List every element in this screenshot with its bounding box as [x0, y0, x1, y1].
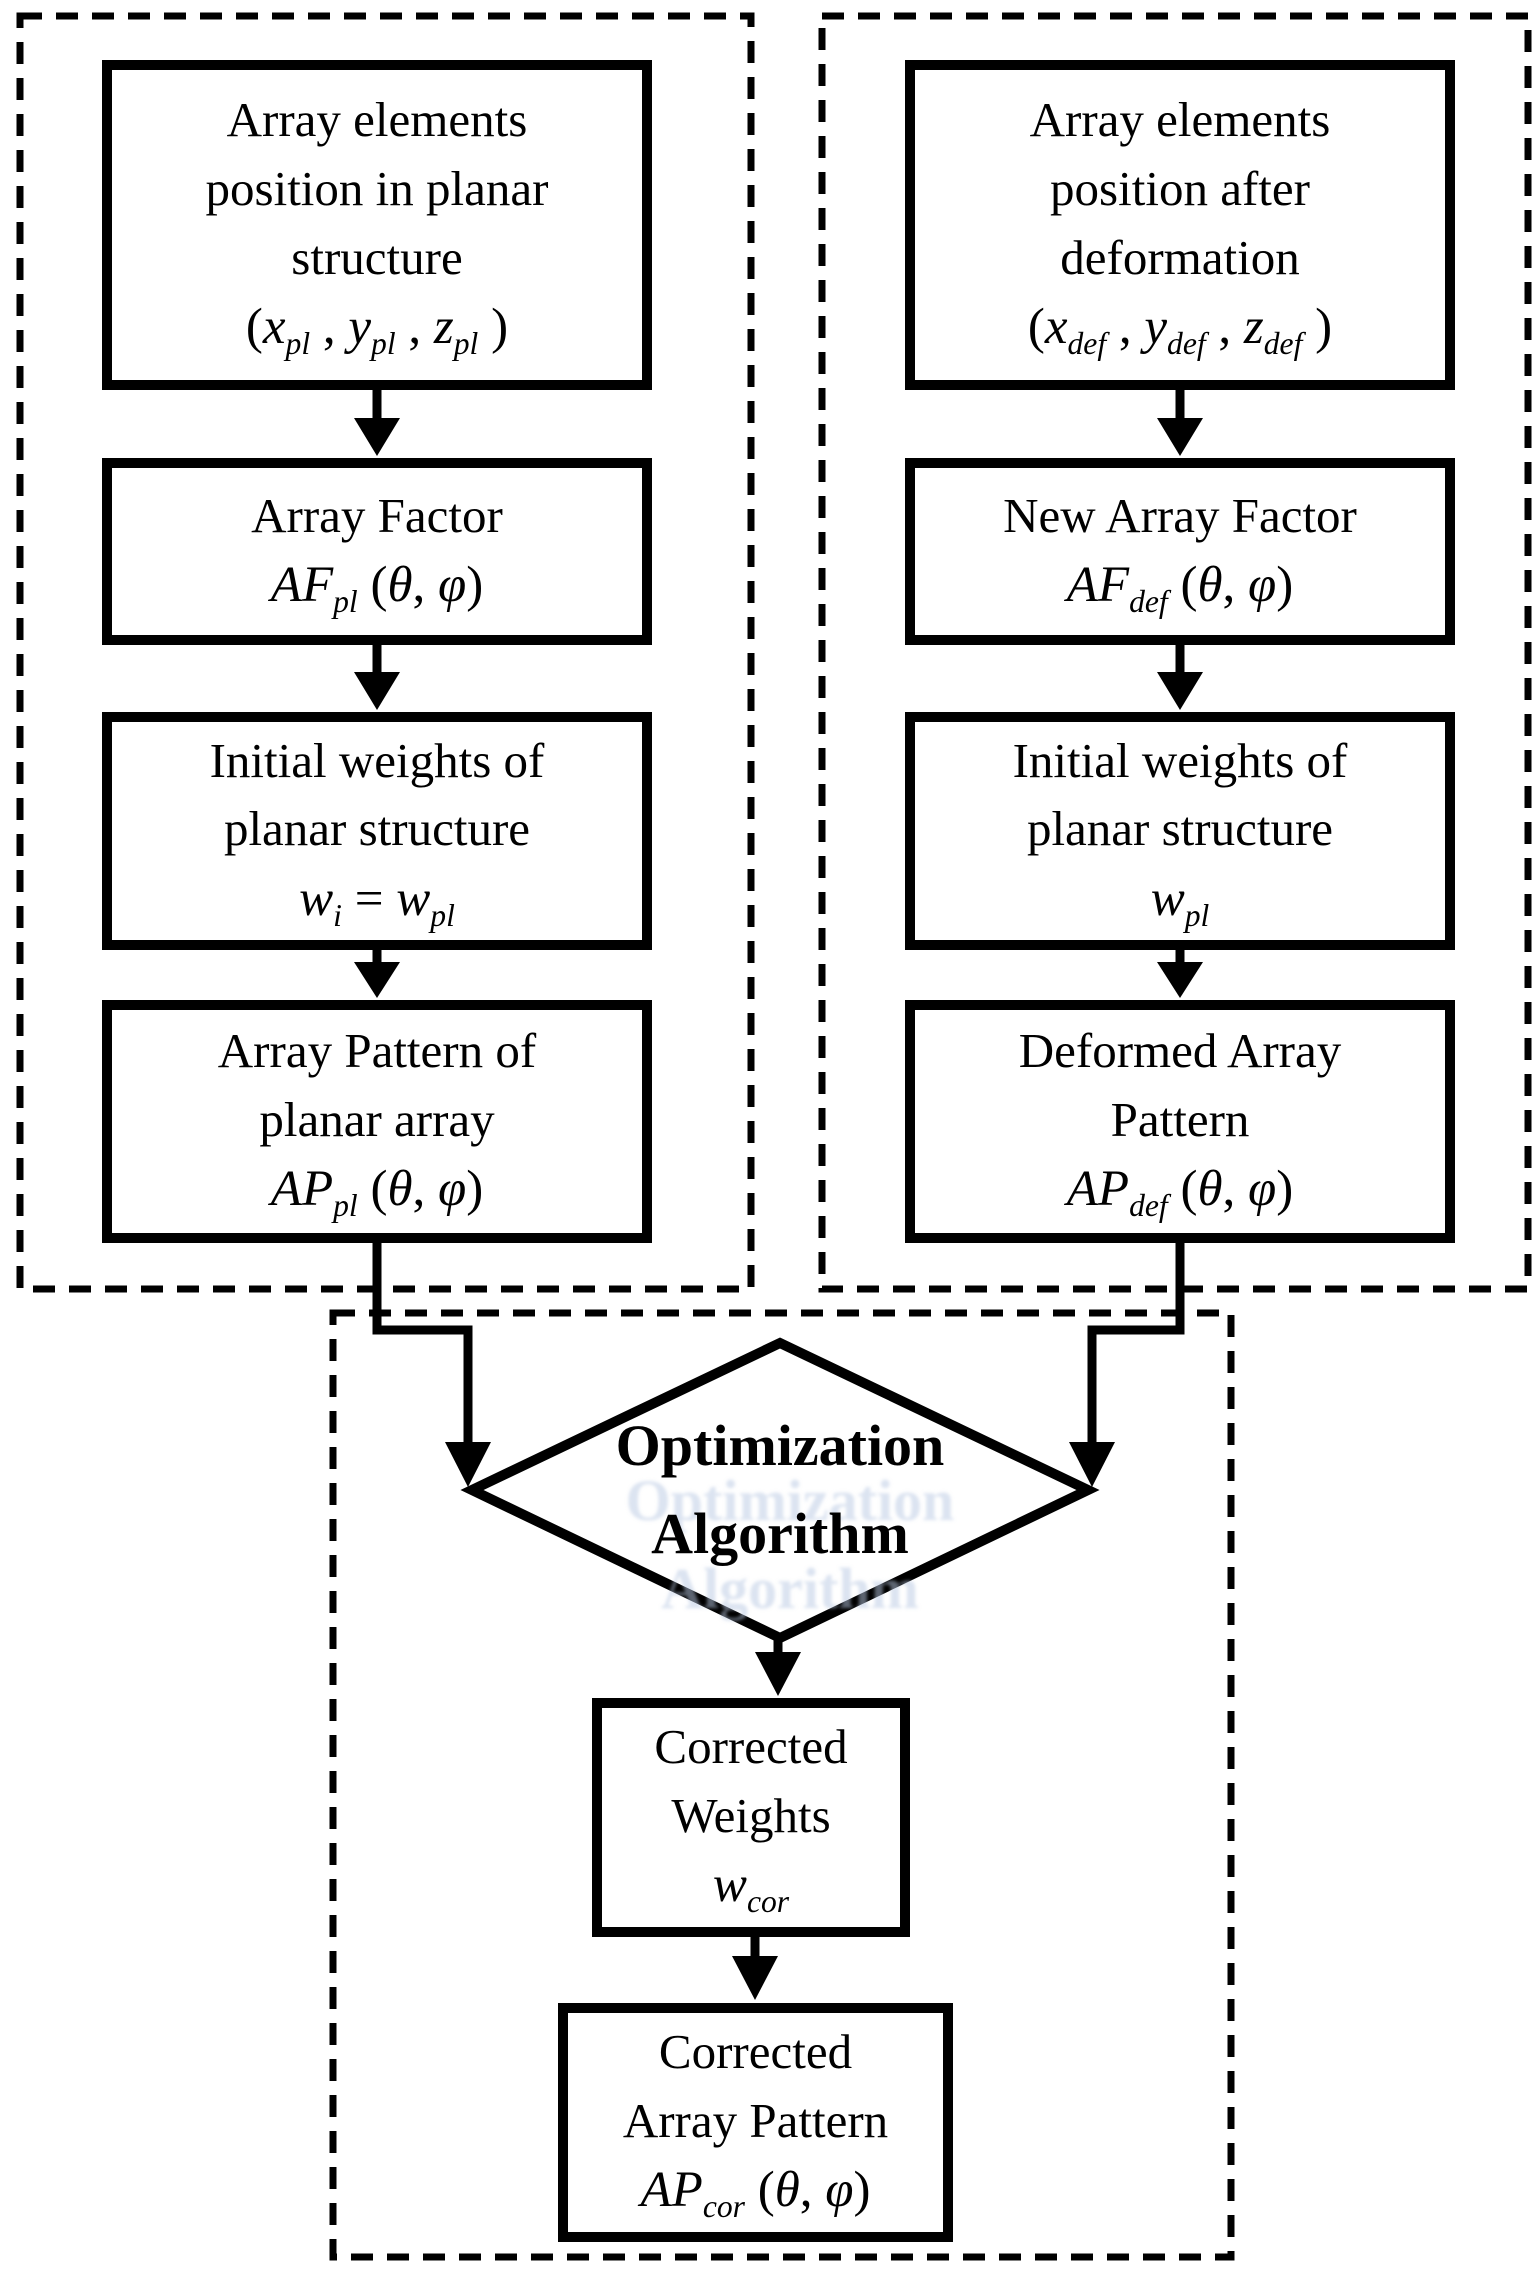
diamond-output-arrow: [755, 1636, 801, 1696]
box-formula: wpl: [1150, 870, 1210, 934]
arrow-head-icon: [732, 1956, 778, 2000]
box-text: Array Pattern: [622, 2092, 889, 2148]
box-array-elements-deformed: Array elements position after deformatio…: [905, 60, 1455, 390]
box-new-array-factor: New Array Factor AFdef (θ, φ): [905, 458, 1455, 645]
box-text: planar structure: [223, 801, 531, 857]
arrow-head-icon: [1157, 672, 1203, 710]
box-text: Pattern: [1110, 1091, 1250, 1147]
box-text: deformation: [1060, 229, 1300, 285]
arrow-head-icon: [755, 1652, 801, 1696]
arrow-head-icon: [1157, 962, 1203, 998]
box-initial-weights-deformed: Initial weights of planar structure wpl: [905, 712, 1455, 950]
arrow-head-icon: [1069, 1442, 1115, 1487]
box-text: planar array: [259, 1091, 495, 1147]
box-array-factor-planar: Array Factor AFpl (θ, φ): [102, 458, 652, 645]
box-formula: (xdef , ydef , zdef ): [1027, 299, 1333, 362]
box-formula: APcor (θ, φ): [640, 2162, 871, 2225]
box-deformed-array-pattern: Deformed Array Pattern APdef (θ, φ): [905, 1000, 1455, 1243]
right-branch-connector: [1087, 1241, 1185, 1448]
arrow-head-icon: [354, 962, 400, 998]
box-text: Array elements: [1029, 92, 1331, 148]
arrow-head-icon: [354, 418, 400, 456]
box-text: Corrected: [654, 1719, 848, 1775]
box-corrected-weights: Corrected Weights wcor: [592, 1698, 910, 1937]
box-corrected-array-pattern: Corrected Array Pattern APcor (θ, φ): [558, 2003, 953, 2242]
box-text: New Array Factor: [1003, 487, 1357, 543]
left-branch-connector: [372, 1241, 473, 1448]
box-text: Initial weights of: [209, 732, 545, 788]
box-formula: AFpl (θ, φ): [270, 557, 484, 620]
box-formula: wcor: [712, 1857, 790, 1920]
box-text: Deformed Array: [1018, 1023, 1342, 1079]
box-formula: (xpl , ypl , zpl ): [245, 299, 509, 362]
box-text: structure: [291, 229, 463, 285]
box-text: Initial weights of: [1012, 732, 1348, 788]
box-text: Array elements: [226, 92, 528, 148]
box-array-pattern-planar: Array Pattern of planar array APpl (θ, φ…: [102, 1000, 652, 1243]
box-formula: APpl (θ, φ): [270, 1161, 484, 1224]
weights-to-pattern-arrow: [732, 1935, 778, 2000]
right-column-arrows: [1157, 386, 1203, 998]
left-column-arrows: [354, 386, 400, 998]
box-initial-weights-planar: Initial weights of planar structure wi =…: [102, 712, 652, 950]
box-formula: AFdef (θ, φ): [1066, 557, 1294, 620]
optimization-algorithm-label: Optimization Algorithm: [472, 1392, 1088, 1588]
arrow-head-icon: [445, 1442, 491, 1487]
arrow-head-icon: [354, 672, 400, 710]
box-text: position in planar: [205, 161, 549, 216]
box-text: Weights: [671, 1787, 831, 1843]
box-formula: APdef (θ, φ): [1066, 1161, 1294, 1224]
box-formula: wi = wpl: [299, 870, 455, 934]
branch-to-diamond-connectors: [372, 1241, 1185, 1487]
left-panel-dashed-border: [16, 12, 755, 1293]
box-text: Corrected: [658, 2024, 853, 2080]
diamond-text: Optimization: [615, 1412, 945, 1478]
arrow-head-icon: [1157, 418, 1203, 456]
diamond-text: Algorithm: [651, 1501, 909, 1566]
bottom-panel-dashed-border: [329, 1309, 1235, 2261]
box-text: position after: [1050, 161, 1310, 216]
box-text: Array Factor: [251, 487, 503, 543]
box-text: Array Pattern of: [217, 1023, 537, 1079]
box-text: planar structure: [1026, 801, 1334, 857]
box-array-elements-planar: Array elements position in planar struct…: [102, 60, 652, 390]
right-panel-dashed-border: [818, 12, 1532, 1293]
